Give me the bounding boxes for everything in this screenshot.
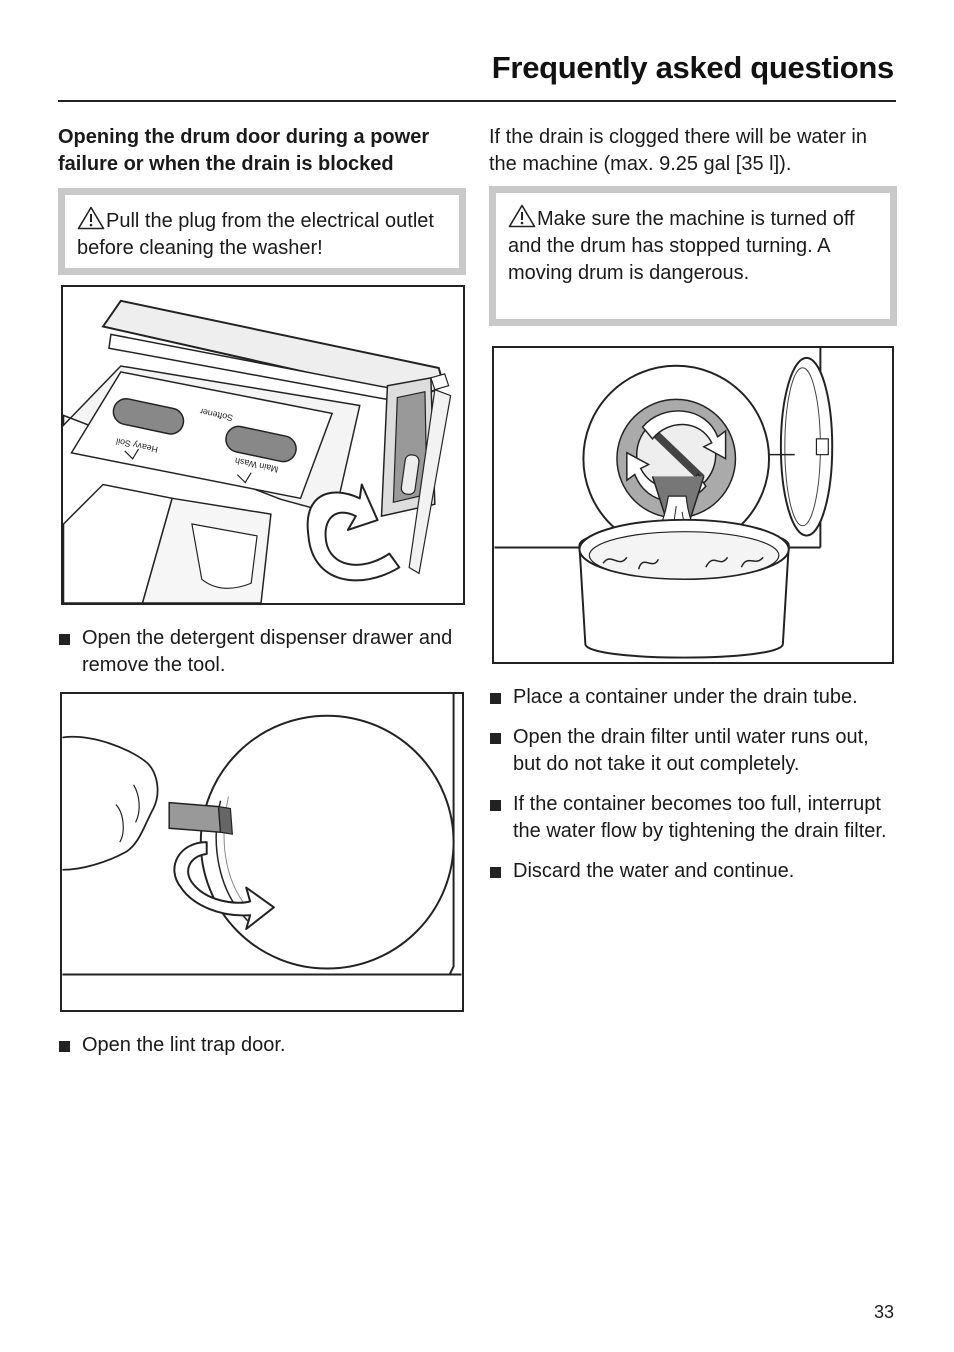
dispenser-drawer-illustration: Heavy Soil Softener Main Wash (63, 299, 452, 603)
list-item: Open the lint trap door. (58, 1032, 466, 1059)
steps-list-left-1: Open the detergent dispenser drawer and … (58, 625, 466, 679)
figure-lint-trap-door (60, 692, 464, 1012)
warning-text-drum: Make sure the machine is turned off and … (508, 208, 855, 284)
figure-drain-filter (492, 346, 894, 664)
lint-trap-door-illustration (62, 694, 462, 976)
steps-list-right: Place a container under the drain tube. … (489, 684, 897, 885)
list-item: Place a container under the drain tube. (489, 684, 897, 711)
warning-box-drum: Make sure the machine is turned off and … (489, 186, 897, 326)
warning-box-unplug: Pull the plug from the electrical outlet… (58, 188, 466, 275)
right-column: If the drain is clogged there will be wa… (489, 124, 897, 898)
section-heading: Opening the drum door during a power fai… (58, 126, 430, 175)
list-item: If the container becomes too full, inter… (489, 791, 897, 845)
warning-text-unplug: Pull the plug from the electrical outlet… (77, 210, 434, 259)
square-bullet-icon (59, 1041, 70, 1052)
warning-triangle-icon (508, 204, 536, 228)
drain-filter-illustration (494, 348, 834, 659)
square-bullet-icon (490, 693, 501, 704)
figure-dispenser-drawer: Heavy Soil Softener Main Wash (61, 285, 465, 605)
list-item: Open the drain filter until water runs o… (489, 724, 897, 778)
square-bullet-icon (490, 733, 501, 744)
list-item: Open the detergent dispenser drawer and … (58, 625, 466, 679)
steps-list-left-2: Open the lint trap door. (58, 1032, 466, 1059)
square-bullet-icon (490, 800, 501, 811)
square-bullet-icon (490, 867, 501, 878)
intro-text: If the drain is clogged there will be wa… (489, 126, 867, 175)
header-rule (58, 100, 896, 102)
page-title: Frequently asked questions (491, 50, 895, 85)
list-item: Discard the water and continue. (489, 858, 897, 885)
left-column: Opening the drum door during a power fai… (58, 124, 466, 1072)
square-bullet-icon (59, 634, 70, 645)
warning-triangle-icon (77, 206, 105, 230)
page-number: 33 (873, 1302, 894, 1322)
